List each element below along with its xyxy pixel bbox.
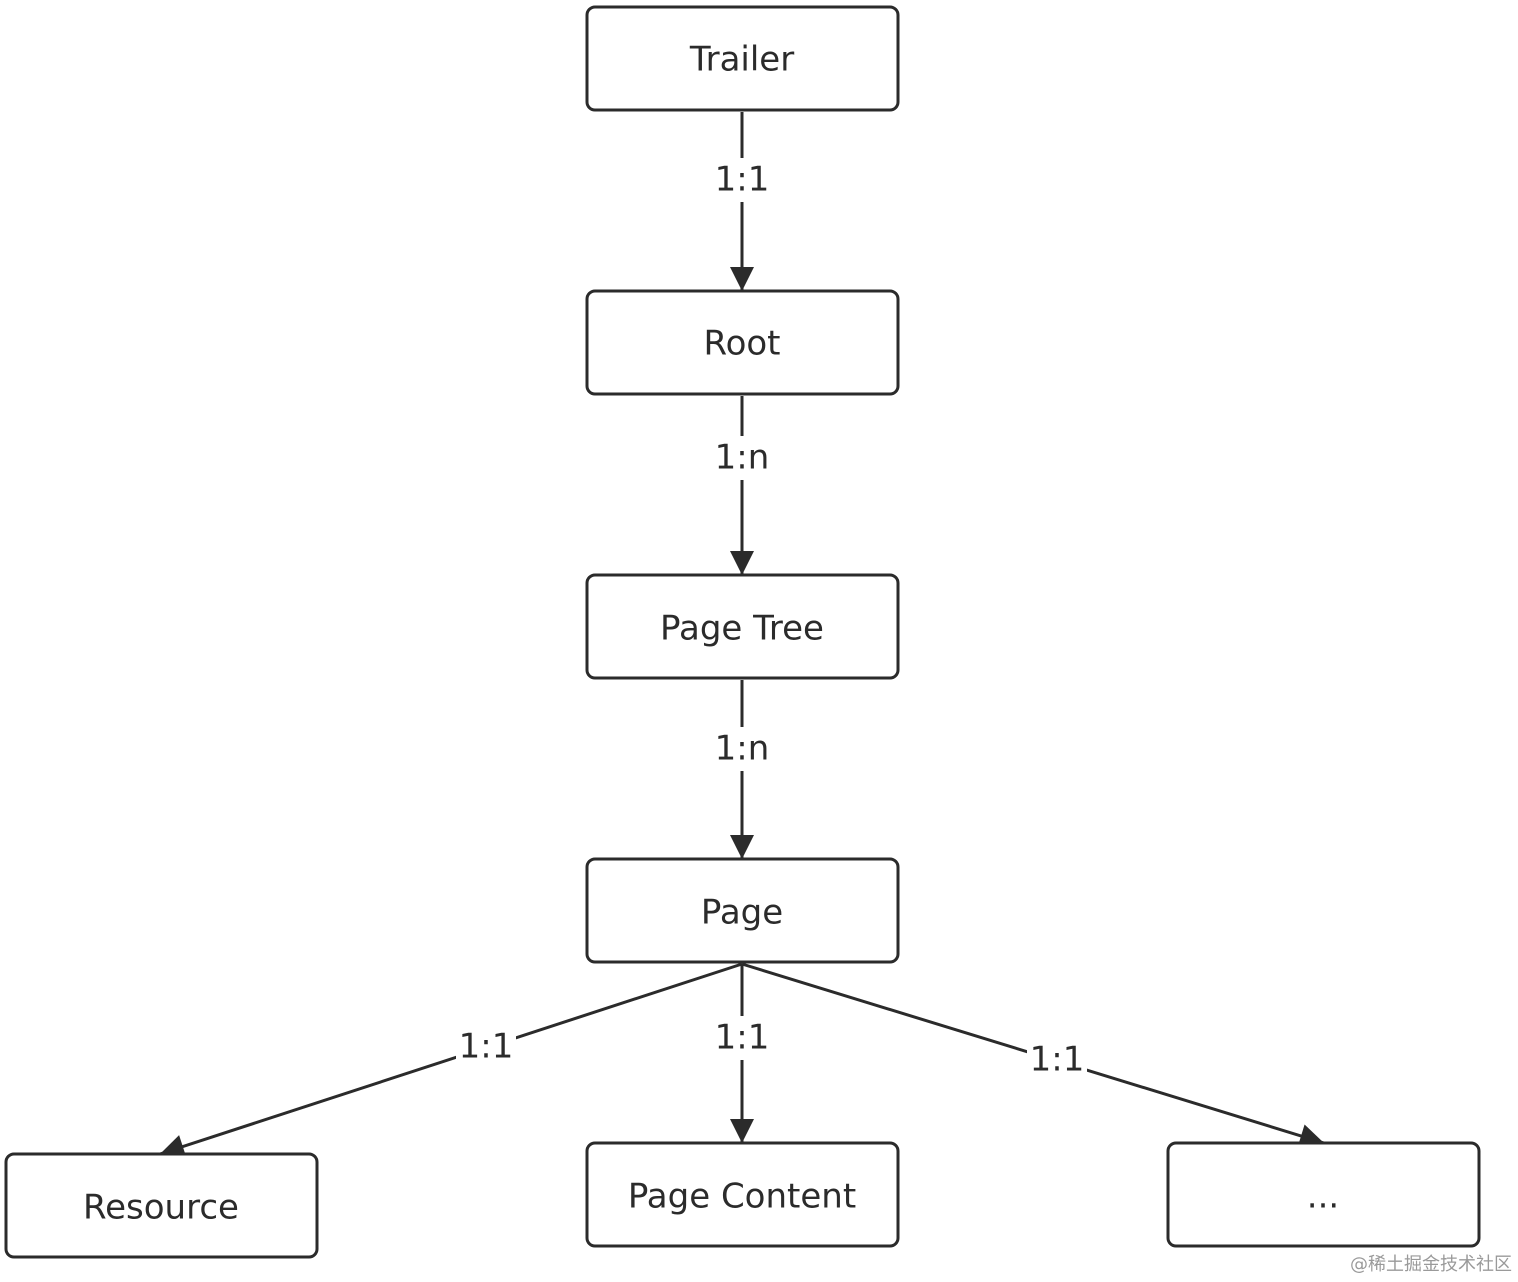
edge-label-pagetree-page: 1:n bbox=[715, 729, 770, 769]
edge-root-pagetree: 1:n bbox=[712, 396, 772, 575]
edge-label-root-pagetree: 1:n bbox=[715, 438, 770, 478]
node-ellipsis: ... bbox=[1166, 1141, 1481, 1248]
node-page-tree: Page Tree bbox=[585, 573, 900, 680]
edge-page-resource: 1:1 bbox=[159, 962, 743, 1158]
node-resource: Resource bbox=[4, 1152, 319, 1259]
node-label-trailer: Trailer bbox=[689, 40, 794, 80]
node-label-page-tree: Page Tree bbox=[660, 609, 824, 649]
node-root: Root bbox=[585, 289, 900, 396]
edge-label-page-ellipsis: 1:1 bbox=[1030, 1040, 1085, 1080]
node-label-page: Page bbox=[701, 893, 783, 933]
node-page-content: Page Content bbox=[585, 1141, 900, 1248]
node-label-page-content: Page Content bbox=[628, 1177, 856, 1217]
edge-page-content: 1:1 bbox=[712, 964, 772, 1143]
node-label-ellipsis: ... bbox=[1307, 1177, 1339, 1217]
edge-page-ellipsis: 1:1 bbox=[741, 962, 1325, 1148]
node-label-resource: Resource bbox=[83, 1188, 239, 1228]
node-label-root: Root bbox=[703, 324, 780, 364]
watermark: @稀土掘金技术社区 bbox=[1350, 1254, 1512, 1275]
edge-label-page-resource: 1:1 bbox=[459, 1027, 514, 1067]
edge-label-trailer-root: 1:1 bbox=[715, 160, 770, 200]
edge-trailer-root: 1:1 bbox=[712, 112, 772, 291]
node-trailer: Trailer bbox=[585, 5, 900, 112]
edge-label-page-content: 1:1 bbox=[715, 1018, 770, 1058]
edge-pagetree-page: 1:n bbox=[712, 680, 772, 859]
node-page: Page bbox=[585, 857, 900, 964]
